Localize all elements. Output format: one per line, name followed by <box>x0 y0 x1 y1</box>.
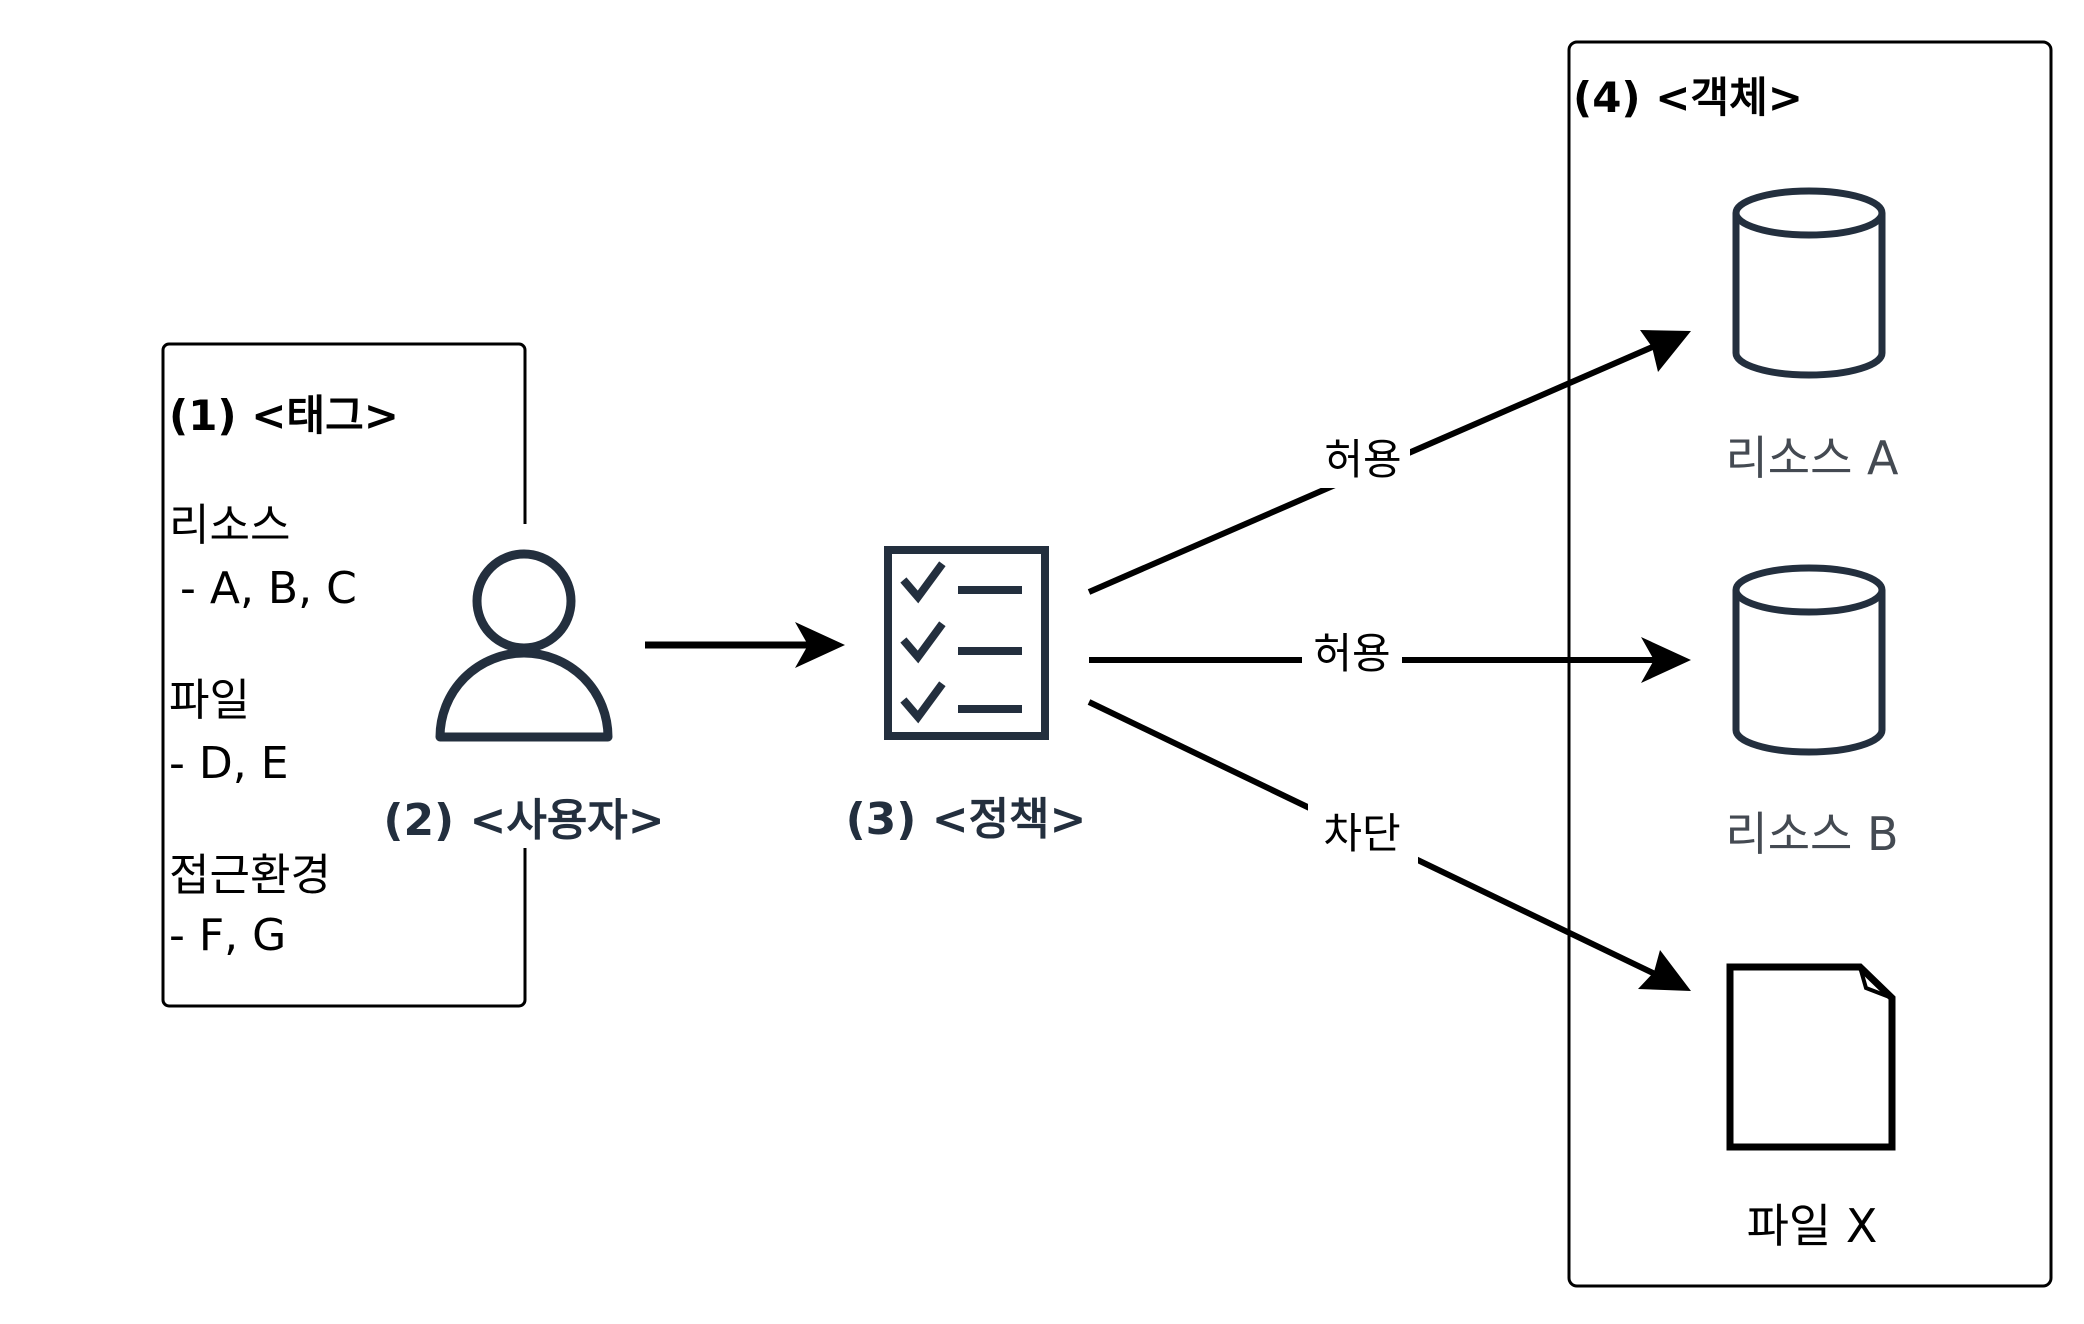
edge-label-bg-x <box>1308 800 1418 866</box>
user-icon <box>435 549 613 742</box>
object-box: (4) <객체> 리소스 A 리소스 B 파일 X <box>1567 40 2053 1288</box>
object-box-title: (4) <객체> <box>1573 73 1803 122</box>
tag-group-resource-values: - A, B, C <box>180 563 357 614</box>
edge-label-deny-x: 차단 <box>1323 809 1400 858</box>
file-icon <box>1726 963 1896 1151</box>
edge-to-resource-a: 허용 <box>1087 330 1691 595</box>
checklist-icon <box>884 546 1049 740</box>
tag-group-access-env-name: 접근환경 <box>169 850 331 901</box>
policy-label: (3) <정책> <box>846 794 1087 845</box>
tag-group-access-env-values: - F, G <box>169 910 286 961</box>
resource-a-label: 리소스 A <box>1725 431 1899 485</box>
edge-label-allow-a: 허용 <box>1324 435 1401 484</box>
user-label: (2) <사용자> <box>383 795 664 846</box>
resource-b-label: 리소스 B <box>1725 807 1898 861</box>
policy-node: (3) <정책> <box>846 546 1087 845</box>
edge-to-file-x: 차단 <box>1087 699 1691 991</box>
user-label-background <box>384 790 664 848</box>
edge-to-resource-b: 허용 <box>1089 628 1691 690</box>
tag-group-file-values: - D, E <box>169 738 289 789</box>
tag-box: (1) <태그> 리소스 - A, B, C 파일 - D, E 접근환경 - … <box>161 342 527 1008</box>
tag-box-title: (1) <태그> <box>169 391 399 440</box>
user-node: (2) <사용자> <box>383 524 665 848</box>
object-box-border <box>1567 40 2053 1288</box>
arrow-user-to-policy <box>645 622 845 668</box>
edge-label-bg-a <box>1310 428 1410 488</box>
database-icon-resource-b <box>1732 564 1886 756</box>
tag-group-resource-name: 리소스 <box>169 500 290 551</box>
database-icon-resource-a <box>1732 187 1886 379</box>
edge-label-allow-b: 허용 <box>1313 629 1390 678</box>
user-icon-background <box>420 524 630 794</box>
tag-group-file-name: 파일 <box>169 675 250 726</box>
file-x-label: 파일 X <box>1747 1199 1878 1253</box>
edge-label-bg-b <box>1302 628 1402 690</box>
